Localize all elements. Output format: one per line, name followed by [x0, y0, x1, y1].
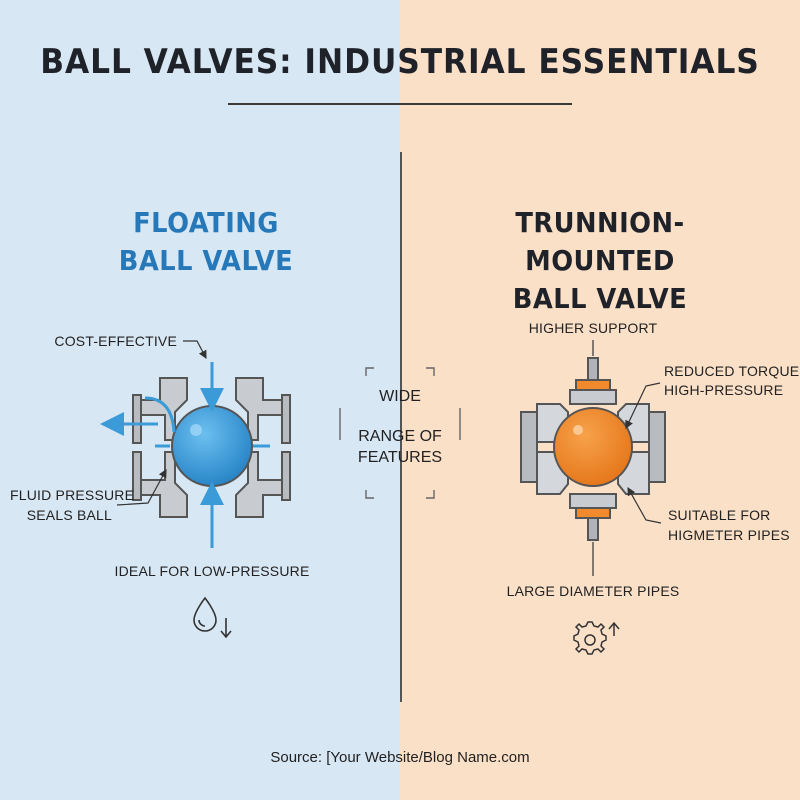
label-cost-effective: COST-EFFECTIVE — [54, 333, 177, 349]
center-label-features: FEATURES — [357, 449, 443, 466]
trunnion-valve-body — [520, 357, 666, 541]
center-bracket-frame — [339, 367, 461, 499]
gear-up-arrow-icon — [573, 621, 620, 655]
trunnion-valve-heading: TRUNNION-MOUNTED BALL VALVE — [453, 204, 747, 318]
label-seals-ball: SEALS BALL — [26, 507, 112, 523]
label-reduced-torque: REDUCED TORQUE — [664, 363, 800, 379]
trunnion-heading-line2: BALL VALVE — [512, 282, 688, 315]
title-divider — [228, 103, 572, 105]
trunnion-ball — [553, 407, 633, 487]
label-suitable-for: SUITABLE FOR — [668, 507, 771, 523]
label-higher-support: HIGHER SUPPORT — [528, 320, 658, 336]
floating-valve-heading: FLOATING BALL VALVE — [114, 204, 298, 280]
trunnion-heading-line1: TRUNNION-MOUNTED — [515, 206, 685, 277]
floating-valve-body — [132, 377, 291, 518]
floating-heading-line1: FLOATING — [133, 206, 279, 239]
floating-heading-line2: BALL VALVE — [118, 244, 294, 277]
water-drop-down-arrow-icon — [193, 596, 232, 639]
flow-arrow-curve — [144, 396, 176, 433]
source-credit: Source: [Your Website/Blog Name.com — [270, 749, 530, 766]
label-high-pressure: HIGH-PRESSURE — [664, 382, 784, 398]
label-large-diameter-pipes: LARGE DIAMETER PIPES — [506, 583, 680, 599]
floating-ball — [171, 405, 253, 487]
label-fluid-pressure: FLUID PRESSURE — [10, 487, 135, 503]
label-higmeter-pipes: HIGMETER PIPES — [668, 527, 790, 543]
center-divider — [400, 152, 402, 702]
center-label-wide: WIDE — [379, 388, 421, 405]
page-title: BALL VALVES: INDUSTRIAL ESSENTIALS — [40, 42, 760, 82]
label-ideal-low-pressure: IDEAL FOR LOW-PRESSURE — [114, 563, 310, 579]
center-label-range-of: RANGE OF — [358, 428, 442, 445]
